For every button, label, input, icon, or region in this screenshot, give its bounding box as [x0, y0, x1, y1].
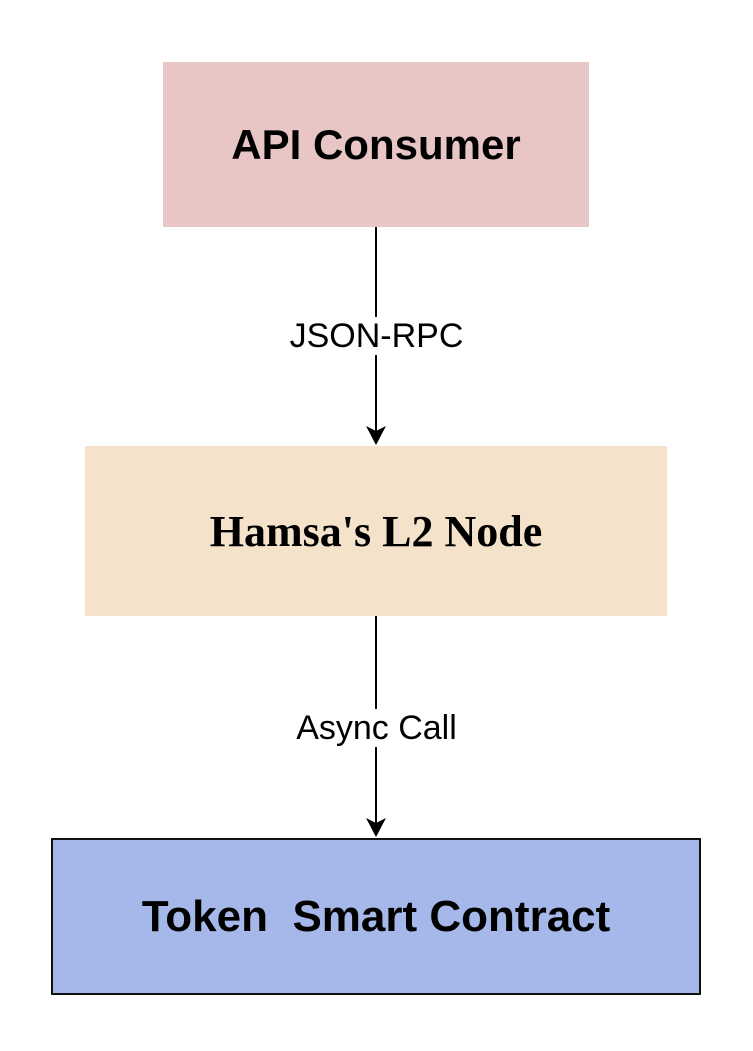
edge-json-rpc-label-row: JSON-RPC [0, 316, 753, 356]
edge-async-call-arrowhead [366, 818, 386, 837]
node-l2-node-label: Hamsa's L2 Node [209, 506, 543, 556]
node-token-smart-contract: Token Smart Contract [51, 838, 701, 995]
node-l2-node: Hamsa's L2 Node [85, 446, 667, 616]
node-api-consumer-label: API Consumer [231, 120, 521, 168]
node-api-consumer: API Consumer [163, 62, 589, 227]
edge-json-rpc-arrowhead [366, 426, 386, 445]
edge-async-call-label-row: Async Call [0, 708, 753, 748]
node-token-smart-contract-label: Token Smart Contract [141, 891, 611, 941]
edge-async-call-label: Async Call [290, 709, 463, 747]
edge-json-rpc-label: JSON-RPC [283, 317, 470, 355]
